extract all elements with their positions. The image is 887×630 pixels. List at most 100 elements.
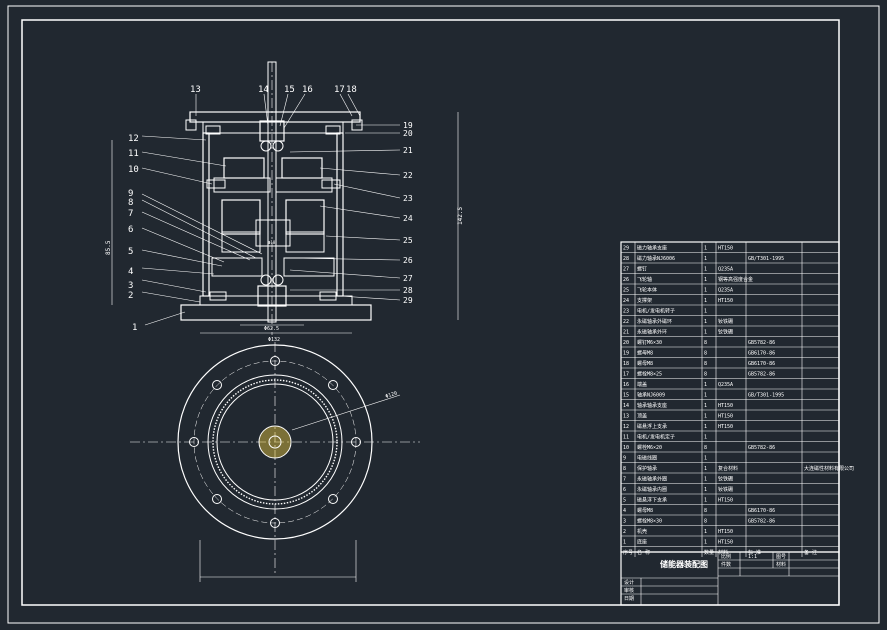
bom-cell-mat: HT150 <box>718 540 733 546</box>
bom-cell-std: GB6170-86 <box>748 351 775 357</box>
bom-cell-mat: HT150 <box>718 403 733 409</box>
bom-cell-qty: 8 <box>704 361 707 367</box>
bom-cell-no: 14 <box>623 403 629 409</box>
bom-cell-qty: 1 <box>704 246 707 252</box>
bom-cell-qty: 8 <box>704 372 707 378</box>
bom-header-note: 备 注 <box>804 549 817 556</box>
drawing-no-label: 图号 <box>776 554 786 560</box>
bom-cell-no: 4 <box>623 508 626 514</box>
bom-cell-qty: 1 <box>704 487 707 493</box>
bom-cell-no: 19 <box>623 351 629 357</box>
bom-cell-name: 电机/发电机定子 <box>637 434 675 441</box>
bom-cell-qty: 1 <box>704 456 707 462</box>
callout-17: 17 <box>334 85 345 95</box>
bom-cell-name: 飞轮轴 <box>637 276 652 283</box>
bom-cell-no: 5 <box>623 498 626 504</box>
bom-cell-qty: 1 <box>704 309 707 315</box>
bom-cell-qty: 1 <box>704 330 707 336</box>
callout-3: 3 <box>128 281 133 291</box>
bom-cell-qty: 1 <box>704 466 707 472</box>
bom-cell-qty: 1 <box>704 277 707 283</box>
callout-15: 15 <box>284 85 295 95</box>
checker-label: 审核 <box>624 587 634 594</box>
bom-cell-std: GB5782-86 <box>748 519 775 525</box>
callout-22: 22 <box>403 171 413 180</box>
callout-2: 2 <box>128 291 133 301</box>
top-view <box>130 342 420 582</box>
bom-cell-mat: Q235A <box>718 288 733 294</box>
bom-cell-name: 磁力轴承支座 <box>637 245 667 252</box>
bom-cell-qty: 1 <box>704 540 707 546</box>
drawing-title: 储能器装配图 <box>659 559 708 569</box>
bom-cell-no: 9 <box>623 456 626 462</box>
callout-5: 5 <box>128 247 133 257</box>
bom-cell-qty: 1 <box>704 319 707 325</box>
callout-18: 18 <box>346 85 357 95</box>
bom-cell-no: 11 <box>623 435 629 441</box>
bom-cell-qty: 1 <box>704 403 707 409</box>
bom-cell-qty: 1 <box>704 477 707 483</box>
bom-cell-no: 27 <box>623 267 629 273</box>
callout-1: 1 <box>132 323 137 333</box>
material-label: 材料 <box>776 561 786 568</box>
callout-13: 13 <box>190 85 201 95</box>
bom-cell-std: GB5782-86 <box>748 340 775 346</box>
bom-cell-no: 3 <box>623 519 626 525</box>
flange-outer-circle <box>177 344 373 540</box>
bom-cell-std: GB/T301-1995 <box>748 256 784 262</box>
ratio-value: 1:1 <box>748 554 757 560</box>
bom-cell-qty: 8 <box>704 340 707 346</box>
bom-cell-no: 10 <box>623 445 629 451</box>
bom-cell-name: 底座 <box>637 539 647 546</box>
date-label: 日期 <box>624 596 634 602</box>
bom-cell-qty: 8 <box>704 519 707 525</box>
bom-cell-name: 螺栓M8×30 <box>637 518 662 525</box>
dim-inner-width: Φ62.5 <box>264 326 279 332</box>
bom-header-qty: 数量 <box>704 549 714 556</box>
bom-cell-no: 12 <box>623 424 629 430</box>
bom-cell-no: 15 <box>623 393 629 399</box>
bom-cell-std: GB5782-86 <box>748 372 775 378</box>
bom-cell-mat: 钕铁硼 <box>718 486 733 493</box>
bom-cell-std: GB6170-86 <box>748 361 775 367</box>
callout-20: 20 <box>403 129 413 138</box>
bom-cell-name: 轴承轴承支座 <box>637 402 667 409</box>
bom-cell-name: 螺栓M8×25 <box>637 371 662 378</box>
callout-28: 28 <box>403 286 413 295</box>
bom-cell-no: 29 <box>623 246 629 252</box>
bom-cell-no: 16 <box>623 382 629 388</box>
bom-cell-name: 永磁轴承外圈 <box>637 476 667 483</box>
callout-24: 24 <box>403 214 413 223</box>
bom-cell-no: 1 <box>623 540 626 546</box>
bom-cell-no: 28 <box>623 256 629 262</box>
bom-cell-std: GB/T301-1995 <box>748 393 784 399</box>
bom-cell-no: 22 <box>623 319 629 325</box>
bom-cell-name: 电磁线圈 <box>637 455 657 462</box>
bom-cell-mat: Q235A <box>718 267 733 273</box>
callout-6: 6 <box>128 225 133 235</box>
bom-cell-name: 顶盖 <box>637 413 647 420</box>
bom-cell-mat: 复合材料 <box>718 465 738 472</box>
callout-9: 9 <box>128 189 133 199</box>
callout-11: 11 <box>128 149 139 159</box>
bom-cell-qty: 1 <box>704 435 707 441</box>
bom-cell-mat: 钕铁硼 <box>718 318 733 325</box>
bom-cell-mat: 钕铁硼 <box>718 329 733 336</box>
callout-7: 7 <box>128 209 133 219</box>
bom-header-mat: 材料 <box>718 549 728 556</box>
bom-cell-no: 23 <box>623 309 629 315</box>
bom-cell-qty: 1 <box>704 498 707 504</box>
bom-cell-no: 7 <box>623 477 626 483</box>
bom-cell-qty: 8 <box>704 445 707 451</box>
callout-29: 29 <box>403 296 413 305</box>
bom-cell-no: 13 <box>623 414 629 420</box>
dim-overall-height: 142.5 <box>457 207 464 225</box>
bom-cell-qty: 8 <box>704 351 707 357</box>
bom-header-name: 名 称 <box>637 549 650 556</box>
bom-cell-qty: 1 <box>704 529 707 535</box>
bom-header-std: 标 准 <box>748 549 761 556</box>
bom-cell-name: 螺母M8 <box>637 507 653 514</box>
